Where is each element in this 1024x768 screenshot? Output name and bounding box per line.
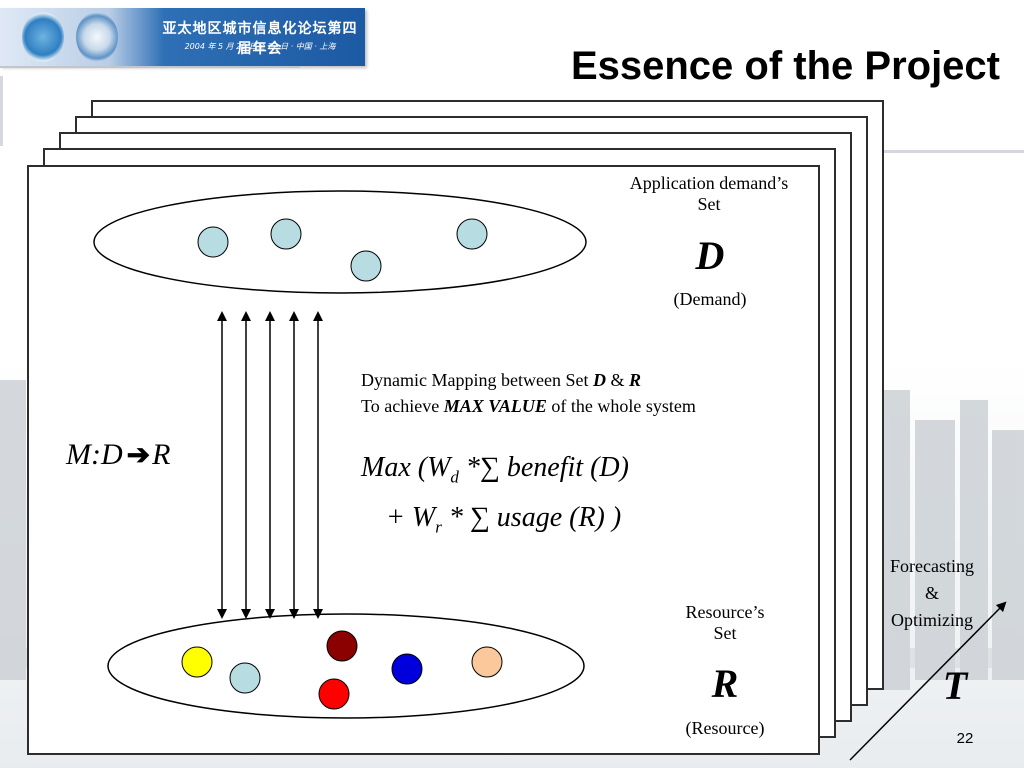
formula-plus: + W <box>386 501 436 533</box>
arrow-right-icon: ➔ <box>126 440 151 471</box>
demand-node <box>270 218 302 250</box>
mapping-label: M:D➔R <box>66 438 170 472</box>
header-divider <box>0 66 300 68</box>
formula-line1: Max (Wd *∑ benefit (D) <box>361 448 811 498</box>
resource-symbol: R <box>711 661 739 706</box>
mapping-label-left: M:D <box>66 438 123 471</box>
formula-usage: * ∑ usage (R) ) <box>448 501 622 533</box>
mapping-line2-suffix: of the whole system <box>551 396 696 416</box>
formula-sub-d: d <box>450 467 459 487</box>
demand-node <box>197 226 229 258</box>
forecasting-line2: & <box>924 583 939 603</box>
demand-node <box>350 250 382 282</box>
formula-max: Max <box>361 452 411 483</box>
mapping-line2-emphasis: MAX VALUE <box>443 396 547 416</box>
mapping-line2: To achieve MAX VALUE of the whole system <box>361 393 811 419</box>
page-number: 22 <box>956 730 974 747</box>
demand-subtitle: (Demand) <box>673 289 747 309</box>
mapping-line1-prefix: Dynamic Mapping between Set <box>361 370 589 390</box>
mapping-label-right: R <box>152 438 171 471</box>
formula-line2: + Wr * ∑ usage (R) ) <box>361 498 811 548</box>
un-emblem-icon <box>76 12 118 62</box>
formula-benefit: *∑ benefit (D) <box>465 452 629 483</box>
forecasting-line3: Optimizing <box>891 610 973 630</box>
forum-logo-icon <box>22 12 64 62</box>
formula-sub-r: r <box>435 517 442 537</box>
mapping-line1-r: R <box>628 370 641 390</box>
resource-node <box>181 646 213 678</box>
objective-formula: Max (Wd *∑ benefit (D) + Wr * ∑ usage (R… <box>361 448 811 547</box>
resource-node <box>318 678 350 710</box>
forecasting-line1: Forecasting <box>890 556 974 576</box>
demand-set-ellipse <box>93 190 587 294</box>
resource-set-ellipse <box>107 613 585 719</box>
banner-date: 2004 年 5 月 20 日至 22 日 · 中国 · 上海 <box>184 42 336 51</box>
banner-title: 亚太地区城市信息化论坛第四届年会 <box>162 21 358 57</box>
mapping-line2-prefix: To achieve <box>361 396 440 416</box>
resource-label-line2: Set <box>713 623 737 643</box>
demand-label-line2: Set <box>697 194 721 214</box>
forecasting-label: Forecasting & Optimizing <box>868 553 996 634</box>
slide-title: Essence of the Project <box>570 44 1000 88</box>
demand-symbol: D <box>695 233 725 278</box>
resource-subtitle: (Resource) <box>685 718 765 738</box>
mapping-line1: Dynamic Mapping between Set D & R <box>361 367 811 393</box>
resource-node <box>326 630 358 662</box>
mapping-line1-d: D <box>592 370 606 390</box>
resource-node <box>391 653 423 685</box>
conference-banner: 亚太地区城市信息化论坛第四届年会 2004 年 5 月 20 日至 22 日 ·… <box>0 8 365 66</box>
mapping-description: Dynamic Mapping between Set D & R To ach… <box>361 367 811 419</box>
demand-set-label: Application demand’s Set <box>598 173 820 215</box>
resource-node <box>229 662 261 694</box>
resource-set-label: Resource’s Set <box>655 602 795 644</box>
demand-node <box>456 218 488 250</box>
time-axis-arrow <box>849 601 1007 761</box>
demand-label-line1: Application demand’s <box>629 173 789 193</box>
mapping-line1-amp: & <box>610 370 625 390</box>
resource-label-line1: Resource’s <box>685 602 765 622</box>
formula-open: (W <box>417 452 451 483</box>
time-symbol: T <box>942 663 968 708</box>
resource-node <box>471 646 503 678</box>
